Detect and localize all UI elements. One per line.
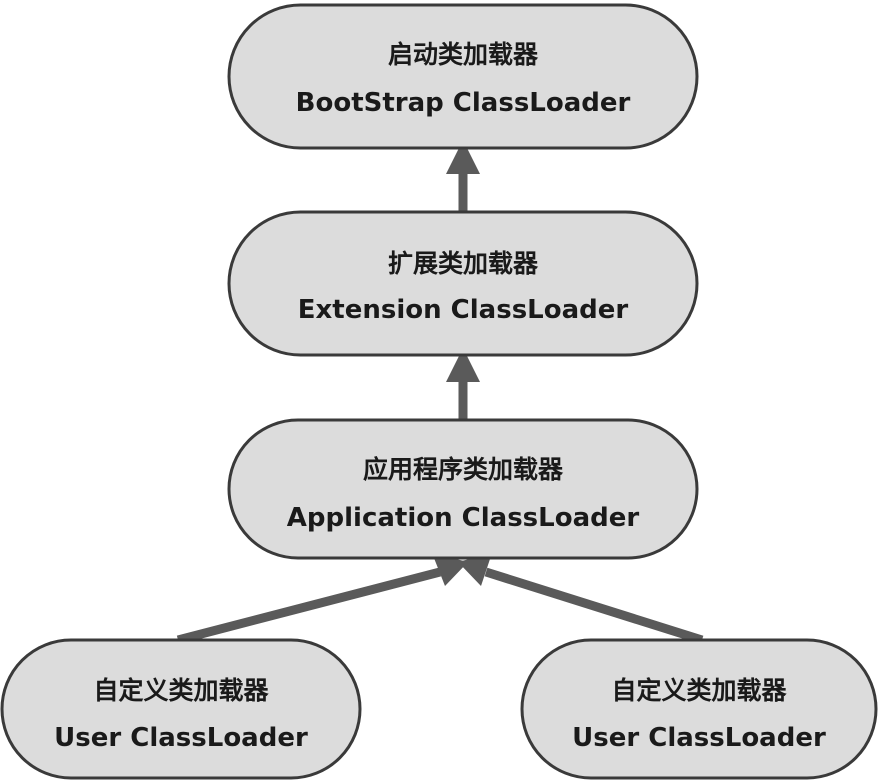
node-extension-en-label: Extension ClassLoader bbox=[298, 295, 629, 325]
node-bootstrap: 启动类加载器 BootStrap ClassLoader bbox=[227, 3, 699, 150]
node-extension-cn-label: 扩展类加载器 bbox=[388, 249, 539, 278]
node-application-en-label: Application ClassLoader bbox=[287, 503, 640, 533]
edge-user-left-to-application bbox=[176, 553, 468, 645]
node-user-right: 自定义类加载器 User ClassLoader bbox=[520, 638, 878, 780]
arrow-head bbox=[432, 553, 468, 586]
node-bootstrap-en-label: BootStrap ClassLoader bbox=[296, 88, 631, 118]
node-bootstrap-cn-label: 启动类加载器 bbox=[388, 40, 539, 69]
edge-extension-to-bootstrap bbox=[446, 140, 480, 212]
node-user-right-en-label: User ClassLoader bbox=[572, 723, 826, 753]
node-application: 应用程序类加载器 Application ClassLoader bbox=[227, 418, 699, 560]
arrow-head bbox=[446, 140, 480, 174]
arrow-head bbox=[446, 348, 480, 382]
arrow-head bbox=[458, 553, 492, 586]
edge-application-to-extension bbox=[446, 348, 480, 420]
node-application-cn-label: 应用程序类加载器 bbox=[363, 455, 564, 484]
edges bbox=[176, 140, 704, 645]
edge-user-right-to-application bbox=[458, 553, 704, 645]
node-user-left-cn-label: 自定义类加载器 bbox=[93, 676, 269, 705]
node-user-left-en-label: User ClassLoader bbox=[54, 723, 308, 753]
node-user-left: 自定义类加载器 User ClassLoader bbox=[0, 638, 362, 780]
node-extension: 扩展类加载器 Extension ClassLoader bbox=[227, 210, 699, 357]
node-user-right-cn-label: 自定义类加载器 bbox=[611, 676, 787, 705]
